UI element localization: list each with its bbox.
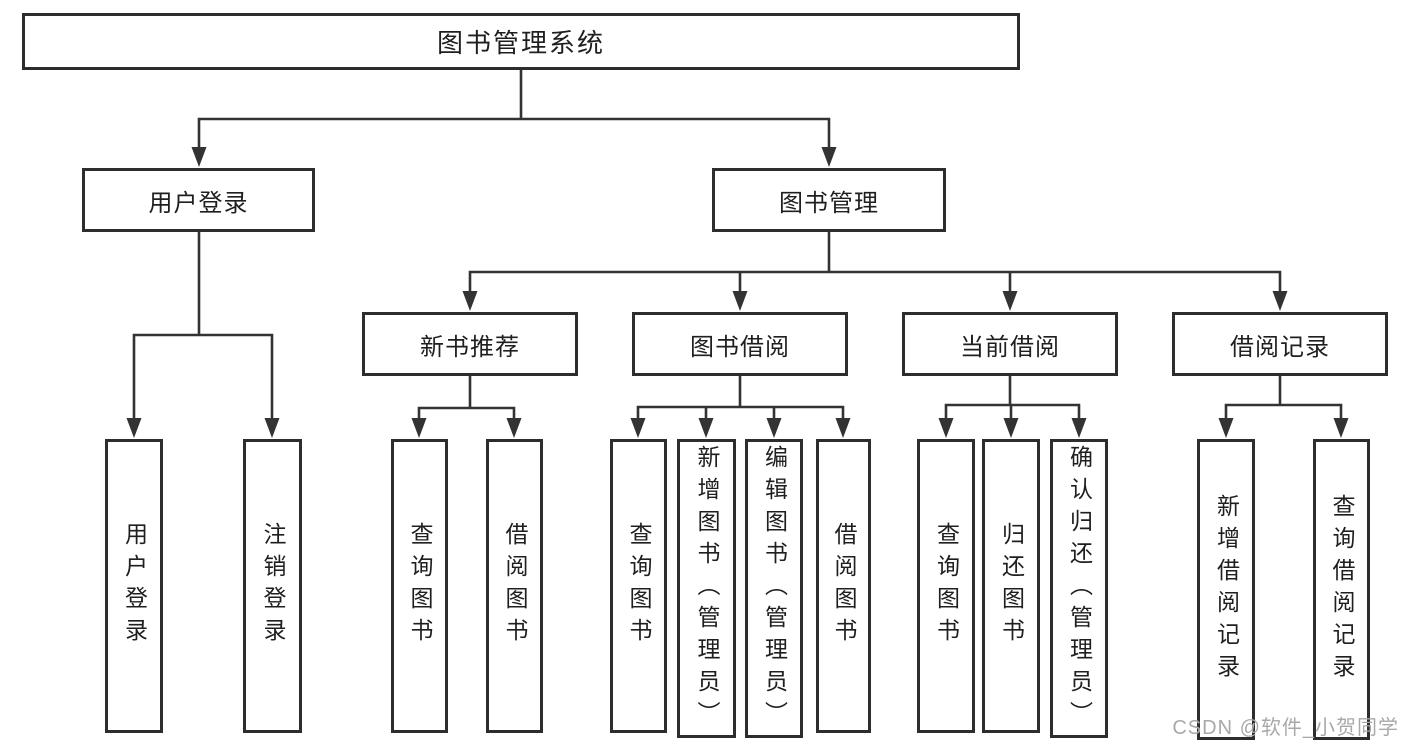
leaf-borrow-edit-books-admin: 编辑图书（管理员） (745, 439, 803, 738)
leaf-current-confirm-return-admin: 确认归还（管理员） (1050, 439, 1108, 738)
leaf-borrow-add-books-admin: 新增图书（管理员） (677, 439, 736, 738)
node-current-borrow: 当前借阅 (902, 312, 1118, 376)
node-root: 图书管理系统 (22, 13, 1020, 70)
arrowhead-icons (126, 147, 1349, 438)
node-book-borrow: 图书借阅 (632, 312, 848, 376)
leaf-logout: 注销登录 (243, 439, 302, 733)
leaf-user-login: 用户登录 (105, 439, 163, 733)
node-book-management: 图书管理 (712, 168, 946, 232)
leaf-current-return-books: 归还图书 (982, 439, 1040, 733)
leaf-records-add-record: 新增借阅记录 (1197, 439, 1255, 740)
csdn-watermark: CSDN @软件_小贺同学 (1172, 717, 1399, 739)
leaf-borrow-borrow-books: 借阅图书 (816, 439, 871, 733)
leaf-recommend-borrow-books: 借阅图书 (486, 439, 543, 733)
leaf-current-query-books: 查询图书 (917, 439, 975, 733)
leaf-recommend-query-books: 查询图书 (391, 439, 448, 733)
leaf-records-query-record: 查询借阅记录 (1313, 439, 1370, 740)
node-new-book-recommend: 新书推荐 (362, 312, 578, 376)
node-borrow-records: 借阅记录 (1172, 312, 1388, 376)
node-user-login: 用户登录 (82, 168, 315, 232)
leaf-borrow-query-books: 查询图书 (610, 439, 667, 733)
